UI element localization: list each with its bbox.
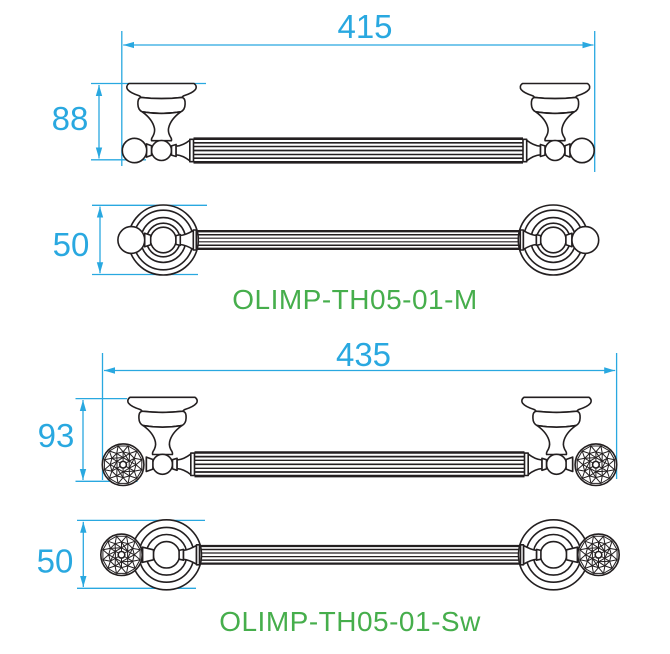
wall-bracket-front-right (519, 82, 596, 164)
dimension-height-value: 88 (52, 100, 89, 137)
figure-1-top-view (117, 204, 600, 276)
dimension-height-value: 93 (38, 417, 75, 454)
figure-1-rosette-dimension: 50 (53, 204, 207, 276)
figure-1-front-view (121, 82, 596, 164)
crystal-finial-front-right (574, 443, 618, 487)
figure-2-top-view (100, 518, 620, 591)
figure-1: 415 88 50 (52, 8, 600, 315)
rosette-top-left (117, 204, 200, 276)
dimension-rosette-value: 50 (53, 226, 90, 263)
figure-2-length-dimension: 435 (101, 336, 618, 480)
figure-2: 435 93 50 (37, 336, 620, 637)
product-code-label: OLIMP-TH05-01-Sw (219, 606, 481, 637)
product-code-label: OLIMP-TH05-01-M (232, 284, 478, 315)
rosette-top-right (517, 204, 600, 276)
figure-2-front-view (101, 396, 618, 487)
crystal-finial-front-left (101, 443, 145, 487)
crystal-finial-top-left (100, 533, 144, 577)
dimension-length-value: 435 (336, 336, 391, 373)
dimension-length-value: 415 (337, 8, 392, 45)
crystal-finial-top-right (576, 533, 620, 577)
figure-1-height-dimension: 88 (52, 82, 206, 161)
towel-bar-front (194, 451, 525, 478)
towel-bar-top (196, 230, 520, 250)
figure-1-length-dimension: 415 (121, 8, 596, 172)
towel-bar-top (199, 544, 521, 565)
dimension-rosette-value: 50 (37, 543, 74, 580)
wall-bracket-front-left (121, 82, 197, 164)
towel-bar-front (193, 137, 523, 164)
